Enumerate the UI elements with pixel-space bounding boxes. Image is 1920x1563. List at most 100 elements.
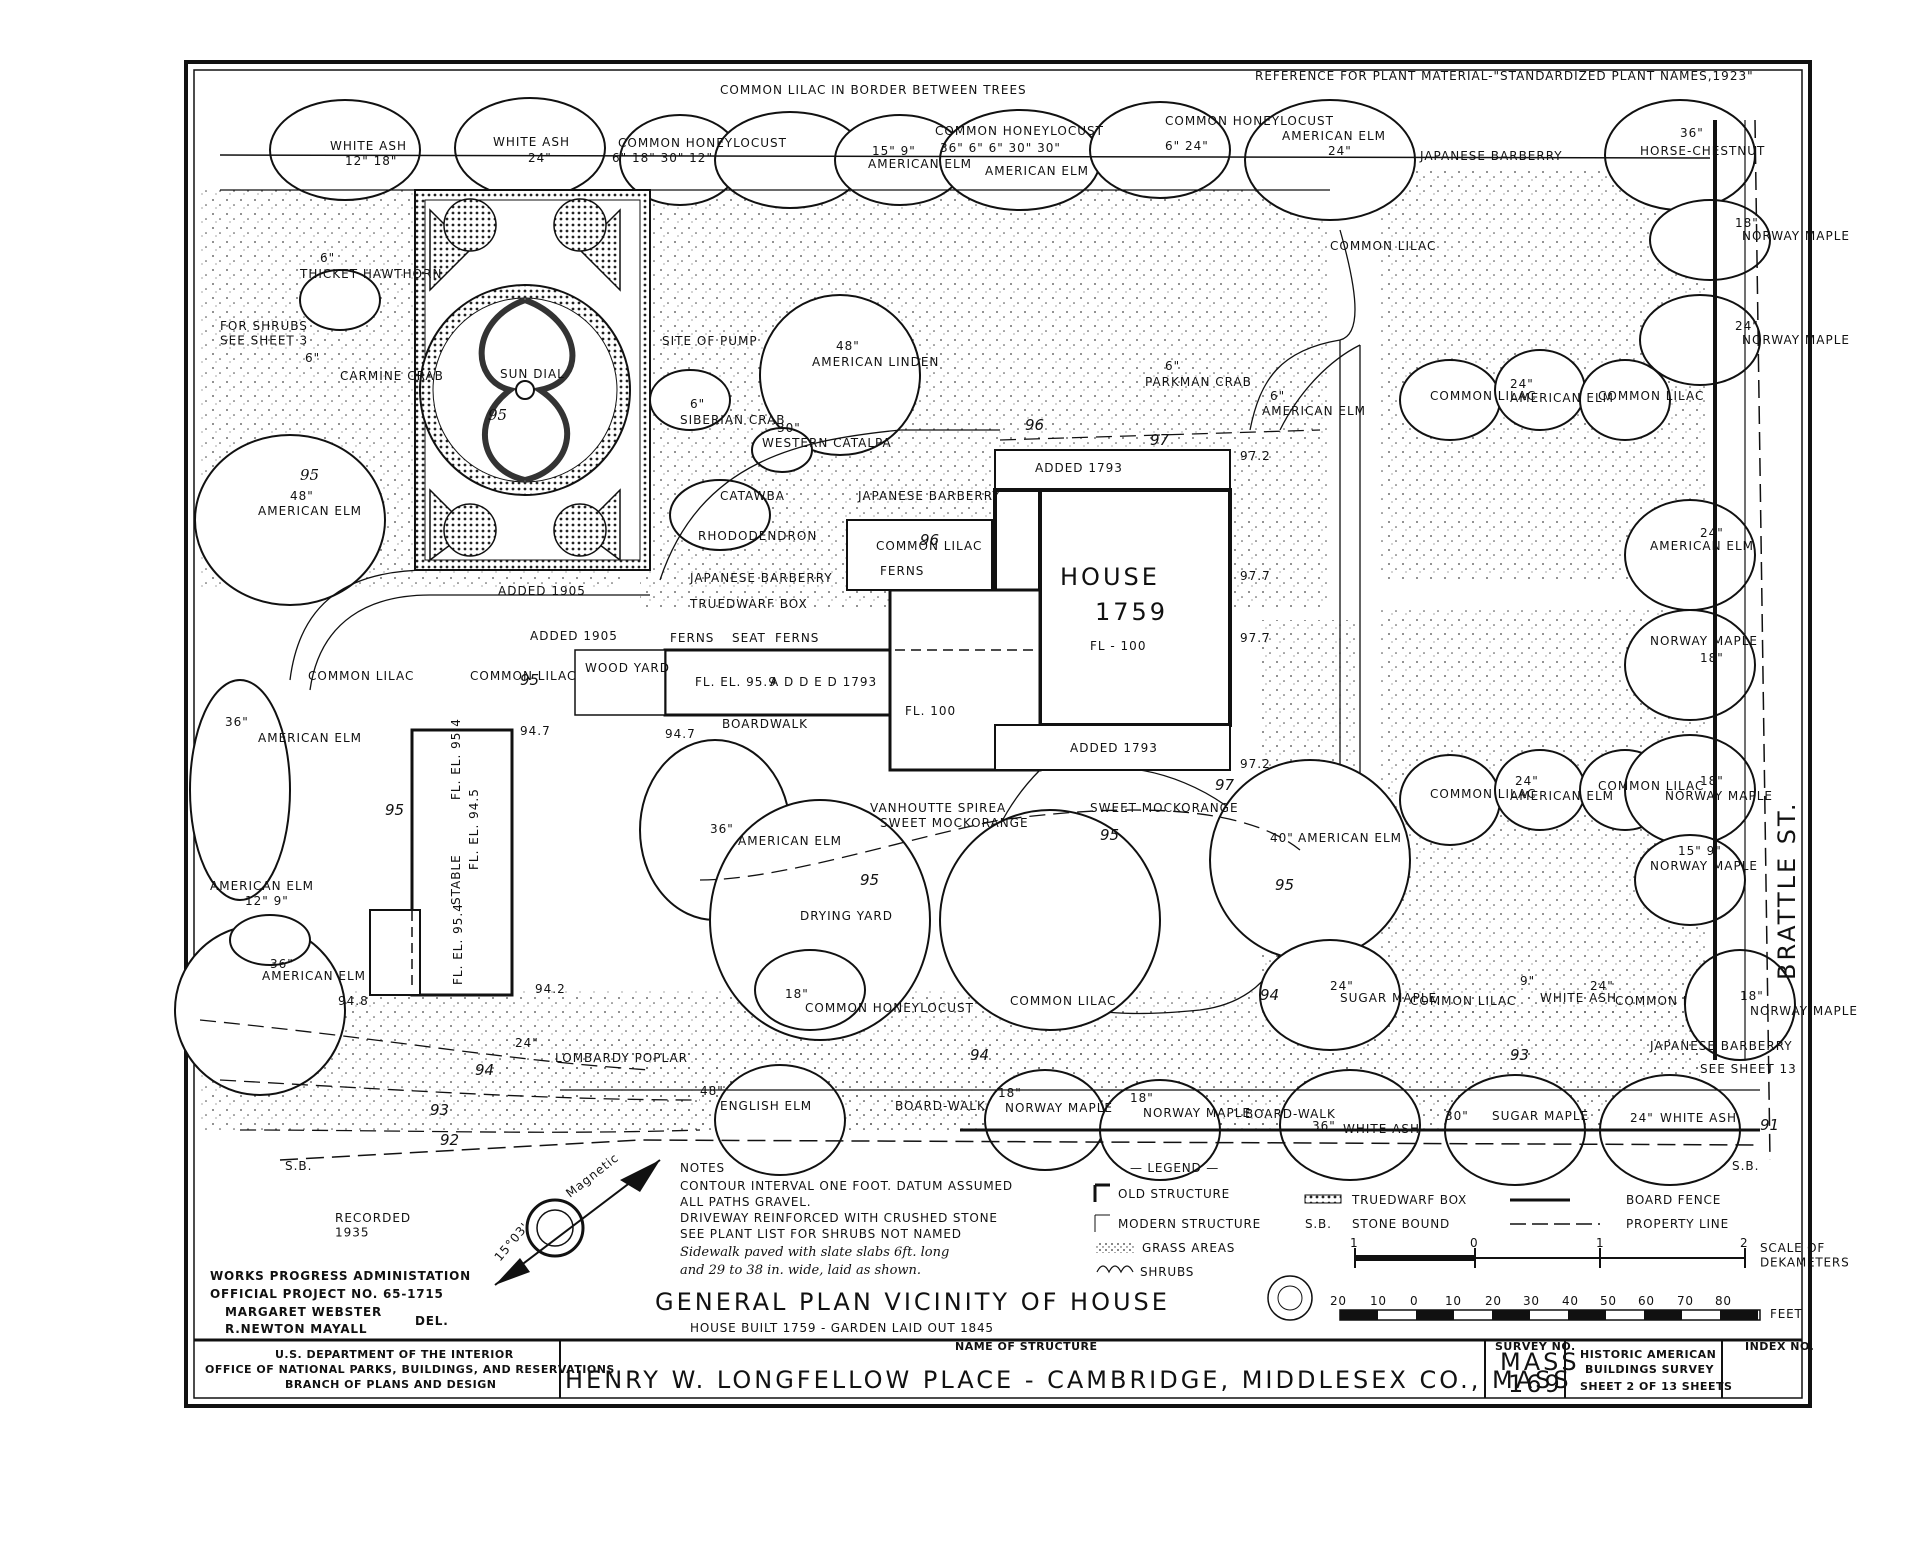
svg-text:WHITE ASH: WHITE ASH	[1540, 991, 1617, 1005]
ferns-label-3: FERNS	[880, 564, 924, 578]
stable-fl-3: FL. EL. 95.4	[451, 903, 465, 985]
sweet-mockorange-1: SWEET MOCKORANGE	[880, 816, 1029, 830]
svg-text:CARMINE CRAB: CARMINE CRAB	[340, 369, 444, 383]
svg-text:AMERICAN ELM: AMERICAN ELM	[210, 879, 314, 893]
svg-text:2: 2	[1740, 1236, 1748, 1250]
svg-text:DRIVEWAY REINFORCED WITH CRUSH: DRIVEWAY REINFORCED WITH CRUSHED STONE	[680, 1211, 998, 1225]
sweet-mockorange-2: SWEET MOCKORANGE	[1090, 801, 1239, 815]
svg-text:24": 24"	[1735, 319, 1759, 333]
svg-text:24": 24"	[1515, 774, 1539, 788]
drying-yard: DRYING YARD	[800, 909, 893, 923]
svg-text:10: 10	[1445, 1294, 1462, 1308]
outer-border	[184, 60, 1812, 1408]
svg-text:24": 24"	[1510, 377, 1534, 391]
contour-95-left: 95	[300, 466, 319, 484]
added-1905-b: ADDED 1905	[530, 629, 618, 643]
fl-100-ell: FL. 100	[905, 704, 956, 718]
fl-100-house: FL - 100	[1090, 639, 1146, 653]
declination-label: 15°03'	[492, 1220, 532, 1264]
svg-text:SUGAR MAPLE: SUGAR MAPLE	[1492, 1109, 1589, 1123]
svg-text:AMERICAN ELM: AMERICAN ELM	[1282, 129, 1386, 143]
svg-text:18": 18"	[1735, 216, 1759, 230]
structure-name: HENRY W. LONGFELLOW PLACE - CAMBRIDGE, M…	[565, 1366, 1572, 1394]
svg-text:50: 50	[1600, 1294, 1617, 1308]
svg-text:COMMON LILAC: COMMON LILAC	[1430, 787, 1536, 801]
house-complex	[663, 449, 1232, 772]
plan-subtitle: HOUSE BUILT 1759 - GARDEN LAID OUT 1845	[690, 1321, 994, 1335]
house-year: 1759	[1095, 598, 1168, 626]
fl-el-959: FL. EL. 95.9	[695, 675, 777, 689]
rhododendron-label: RHODODENDRON	[698, 529, 817, 543]
svg-text:95: 95	[520, 671, 539, 689]
common-lilac-lower: COMMON LILAC	[1410, 994, 1516, 1008]
svg-text:STONE BOUND: STONE BOUND	[1352, 1217, 1450, 1231]
svg-text:NAME OF STRUCTURE: NAME OF STRUCTURE	[955, 1340, 1098, 1353]
svg-text:OLD STRUCTURE: OLD STRUCTURE	[1118, 1187, 1230, 1201]
svg-text:ALL PATHS GRAVEL.: ALL PATHS GRAVEL.	[680, 1195, 811, 1209]
svg-text:18": 18"	[1130, 1091, 1154, 1105]
svg-text:COMMON LILAC: COMMON LILAC	[1430, 389, 1536, 403]
top-fence	[219, 154, 1711, 159]
svg-text:MARGARET WEBSTER: MARGARET WEBSTER	[225, 1305, 382, 1319]
svg-text:70: 70	[1677, 1294, 1694, 1308]
svg-text:24": 24"	[1700, 526, 1724, 540]
contour-lines	[199, 429, 1321, 1133]
spot-elevations: 97.2 97.7 97.7 97.2 94.7 94.7 94.2 94.8	[338, 449, 1271, 1008]
svg-text:U.S. DEPARTMENT OF THE INTERIO: U.S. DEPARTMENT OF THE INTERIOR	[275, 1348, 514, 1361]
svg-text:S.B.: S.B.	[1305, 1217, 1332, 1231]
svg-text:NORWAY MAPLE: NORWAY MAPLE	[1750, 1004, 1858, 1018]
svg-text:24": 24"	[1328, 144, 1352, 158]
right-tree-labels: COMMON LILAC 24" AMERICAN ELM COMMON LIL…	[1430, 216, 1858, 1018]
svg-text:9": 9"	[1520, 974, 1535, 988]
survey-seal	[1267, 1275, 1313, 1321]
svg-text:80: 80	[1715, 1294, 1732, 1308]
svg-text:95: 95	[860, 871, 879, 889]
svg-text:94.2: 94.2	[535, 982, 566, 996]
paths	[289, 229, 1361, 1015]
svg-text:SIBERIAN CRAB: SIBERIAN CRAB	[680, 413, 786, 427]
svg-text:SHEET 2 OF 13 SHEETS: SHEET 2 OF 13 SHEETS	[1580, 1380, 1732, 1393]
svg-text:48": 48"	[290, 489, 314, 503]
svg-text:PROPERTY LINE: PROPERTY LINE	[1626, 1217, 1729, 1231]
catawba-label: CATAWBA	[720, 489, 785, 503]
svg-text:24": 24"	[515, 1036, 539, 1050]
svg-text:NORWAY MAPLE: NORWAY MAPLE	[1742, 229, 1850, 243]
japanese-barberry-se: JAPANESE BARBERRY	[1649, 1039, 1793, 1053]
svg-text:HORSE-CHESTNUT: HORSE-CHESTNUT	[1640, 144, 1765, 158]
credits: WORKS PROGRESS ADMINISTATION OFFICIAL PR…	[210, 1269, 470, 1336]
svg-text:6": 6"	[320, 251, 335, 265]
svg-text:COMMON HONEYLOCUST: COMMON HONEYLOCUST	[935, 124, 1104, 138]
svg-text:48": 48"	[836, 339, 860, 353]
japanese-barberry-near: JAPANESE BARBERRY	[857, 489, 1001, 503]
house-label: HOUSE	[1060, 563, 1160, 591]
svg-text:6": 6"	[305, 351, 320, 365]
svg-text:36": 36"	[270, 957, 294, 971]
legend: — LEGEND — OLD STRUCTURE MODERN STRUCTUR…	[1093, 1161, 1729, 1279]
center-tree-labels: 48" AMERICAN LINDEN 30" WESTERN CATALPA …	[680, 339, 1365, 450]
boardwalk-label: BOARDWALK	[722, 717, 808, 731]
svg-text:94: 94	[1260, 986, 1279, 1004]
svg-text:0: 0	[1470, 1236, 1478, 1250]
svg-text:94.7: 94.7	[665, 727, 696, 741]
svg-text:PARKMAN CRAB: PARKMAN CRAB	[1145, 375, 1252, 389]
svg-text:SURVEY NO.: SURVEY NO.	[1495, 1340, 1576, 1353]
stable	[369, 728, 514, 997]
svg-text:Sidewalk paved with slate slab: Sidewalk paved with slate slabs 6ft. lon…	[680, 1245, 949, 1260]
svg-text:24": 24"	[1590, 979, 1614, 993]
svg-text:6" 24": 6" 24"	[1165, 139, 1209, 153]
svg-text:AMERICAN ELM: AMERICAN ELM	[262, 969, 366, 983]
stable-fl-2: FL. EL. 94.5	[467, 788, 481, 870]
svg-text:TRUEDWARF BOX: TRUEDWARF BOX	[1351, 1193, 1467, 1207]
center-trees	[649, 294, 921, 551]
svg-text:94.8: 94.8	[338, 994, 369, 1008]
svg-text:94.7: 94.7	[520, 724, 551, 738]
japanese-barberry-top: JAPANESE BARBERRY	[1419, 149, 1563, 163]
svg-text:97.2: 97.2	[1240, 757, 1271, 771]
lower-tree-labels: 36" AMERICAN ELM 40" AMERICAN ELM 18" CO…	[515, 822, 1783, 1136]
svg-text:OFFICIAL PROJECT NO. 65-1715: OFFICIAL PROJECT NO. 65-1715	[210, 1287, 444, 1301]
svg-text:94: 94	[970, 1046, 989, 1064]
svg-text:BUILDINGS SURVEY: BUILDINGS SURVEY	[1585, 1363, 1714, 1376]
formal-garden	[414, 189, 651, 571]
svg-text:24": 24"	[1330, 979, 1354, 993]
